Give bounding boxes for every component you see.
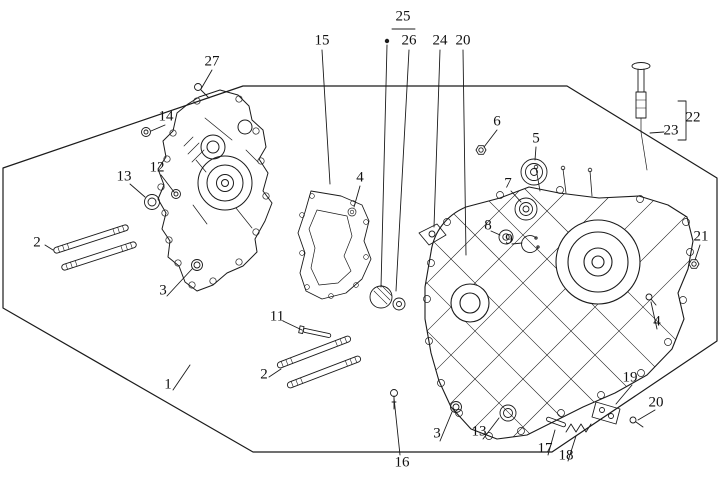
plug-lower <box>499 404 517 422</box>
callout-3-left: 3 <box>159 282 167 299</box>
callout-4-left: 4 <box>356 169 364 186</box>
nut-6 <box>475 145 487 155</box>
washer <box>498 229 514 245</box>
callout-18: 18 <box>558 447 574 464</box>
callout-3-lower: 3 <box>433 425 441 442</box>
circlip <box>521 235 540 253</box>
screw-27 <box>194 83 210 99</box>
bearing <box>520 158 548 186</box>
callout-20-right: 20 <box>648 394 664 411</box>
callout-2-left: 2 <box>33 234 41 251</box>
callout-13-lower: 13 <box>471 423 487 440</box>
callout-24: 24 <box>432 32 448 49</box>
callout-17: 17 <box>537 440 553 457</box>
left-crankcase-half <box>157 89 273 292</box>
callout-2-lower: 2 <box>260 366 268 383</box>
callout-1: 1 <box>164 376 172 393</box>
callout-8: 8 <box>484 217 492 234</box>
leader-lines <box>44 28 701 462</box>
nut-21 <box>688 259 700 269</box>
oil-plug <box>369 284 406 311</box>
callout-22: 22 <box>685 109 701 126</box>
ring-12 <box>171 189 181 199</box>
callout-21: 21 <box>693 228 709 245</box>
callout-16: 16 <box>394 454 410 471</box>
callout-19: 19 <box>622 369 638 386</box>
oil-seal <box>514 197 538 221</box>
callout-25: 25 <box>395 8 411 25</box>
right-crankcase-half <box>423 164 694 440</box>
stud-bolt-lower-1 <box>276 335 352 369</box>
callout-7: 7 <box>504 175 512 192</box>
callout-4-right: 4 <box>653 313 661 330</box>
callout-6: 6 <box>493 113 501 130</box>
callout-20-top: 20 <box>455 32 471 49</box>
bolt-11 <box>298 325 332 338</box>
frame-border <box>2 85 718 453</box>
callout-23: 23 <box>663 122 679 139</box>
callout-14: 14 <box>158 108 174 125</box>
dowel-bush-left <box>191 259 203 271</box>
screw-4-right <box>645 293 657 306</box>
screw-20-right <box>629 416 644 428</box>
plate-19 <box>591 401 621 425</box>
callout-13-left: 13 <box>116 168 132 185</box>
crankcase-gasket <box>297 190 372 300</box>
stud-bolt-upper-2 <box>61 241 137 271</box>
sealant-tool <box>631 62 651 171</box>
callout-9: 9 <box>505 231 513 248</box>
callout-5: 5 <box>532 130 540 147</box>
dot-25 <box>384 38 390 44</box>
callout-26: 26 <box>401 32 417 49</box>
callout-12: 12 <box>149 159 165 176</box>
pin-17 <box>546 416 566 428</box>
callout-11: 11 <box>269 308 285 325</box>
bracket-24 <box>418 223 447 246</box>
spring-18 <box>565 423 592 433</box>
callout-15: 15 <box>314 32 330 49</box>
stud-bolt-lower-2 <box>286 355 362 389</box>
dowel-bush-lower <box>450 401 462 413</box>
plug-14 <box>141 127 151 137</box>
bracket-22 <box>677 100 687 141</box>
stud-bolt-upper-1 <box>53 224 129 254</box>
gasket-dowel <box>347 207 357 217</box>
plug-left <box>144 194 160 210</box>
callout-27: 27 <box>204 53 220 70</box>
